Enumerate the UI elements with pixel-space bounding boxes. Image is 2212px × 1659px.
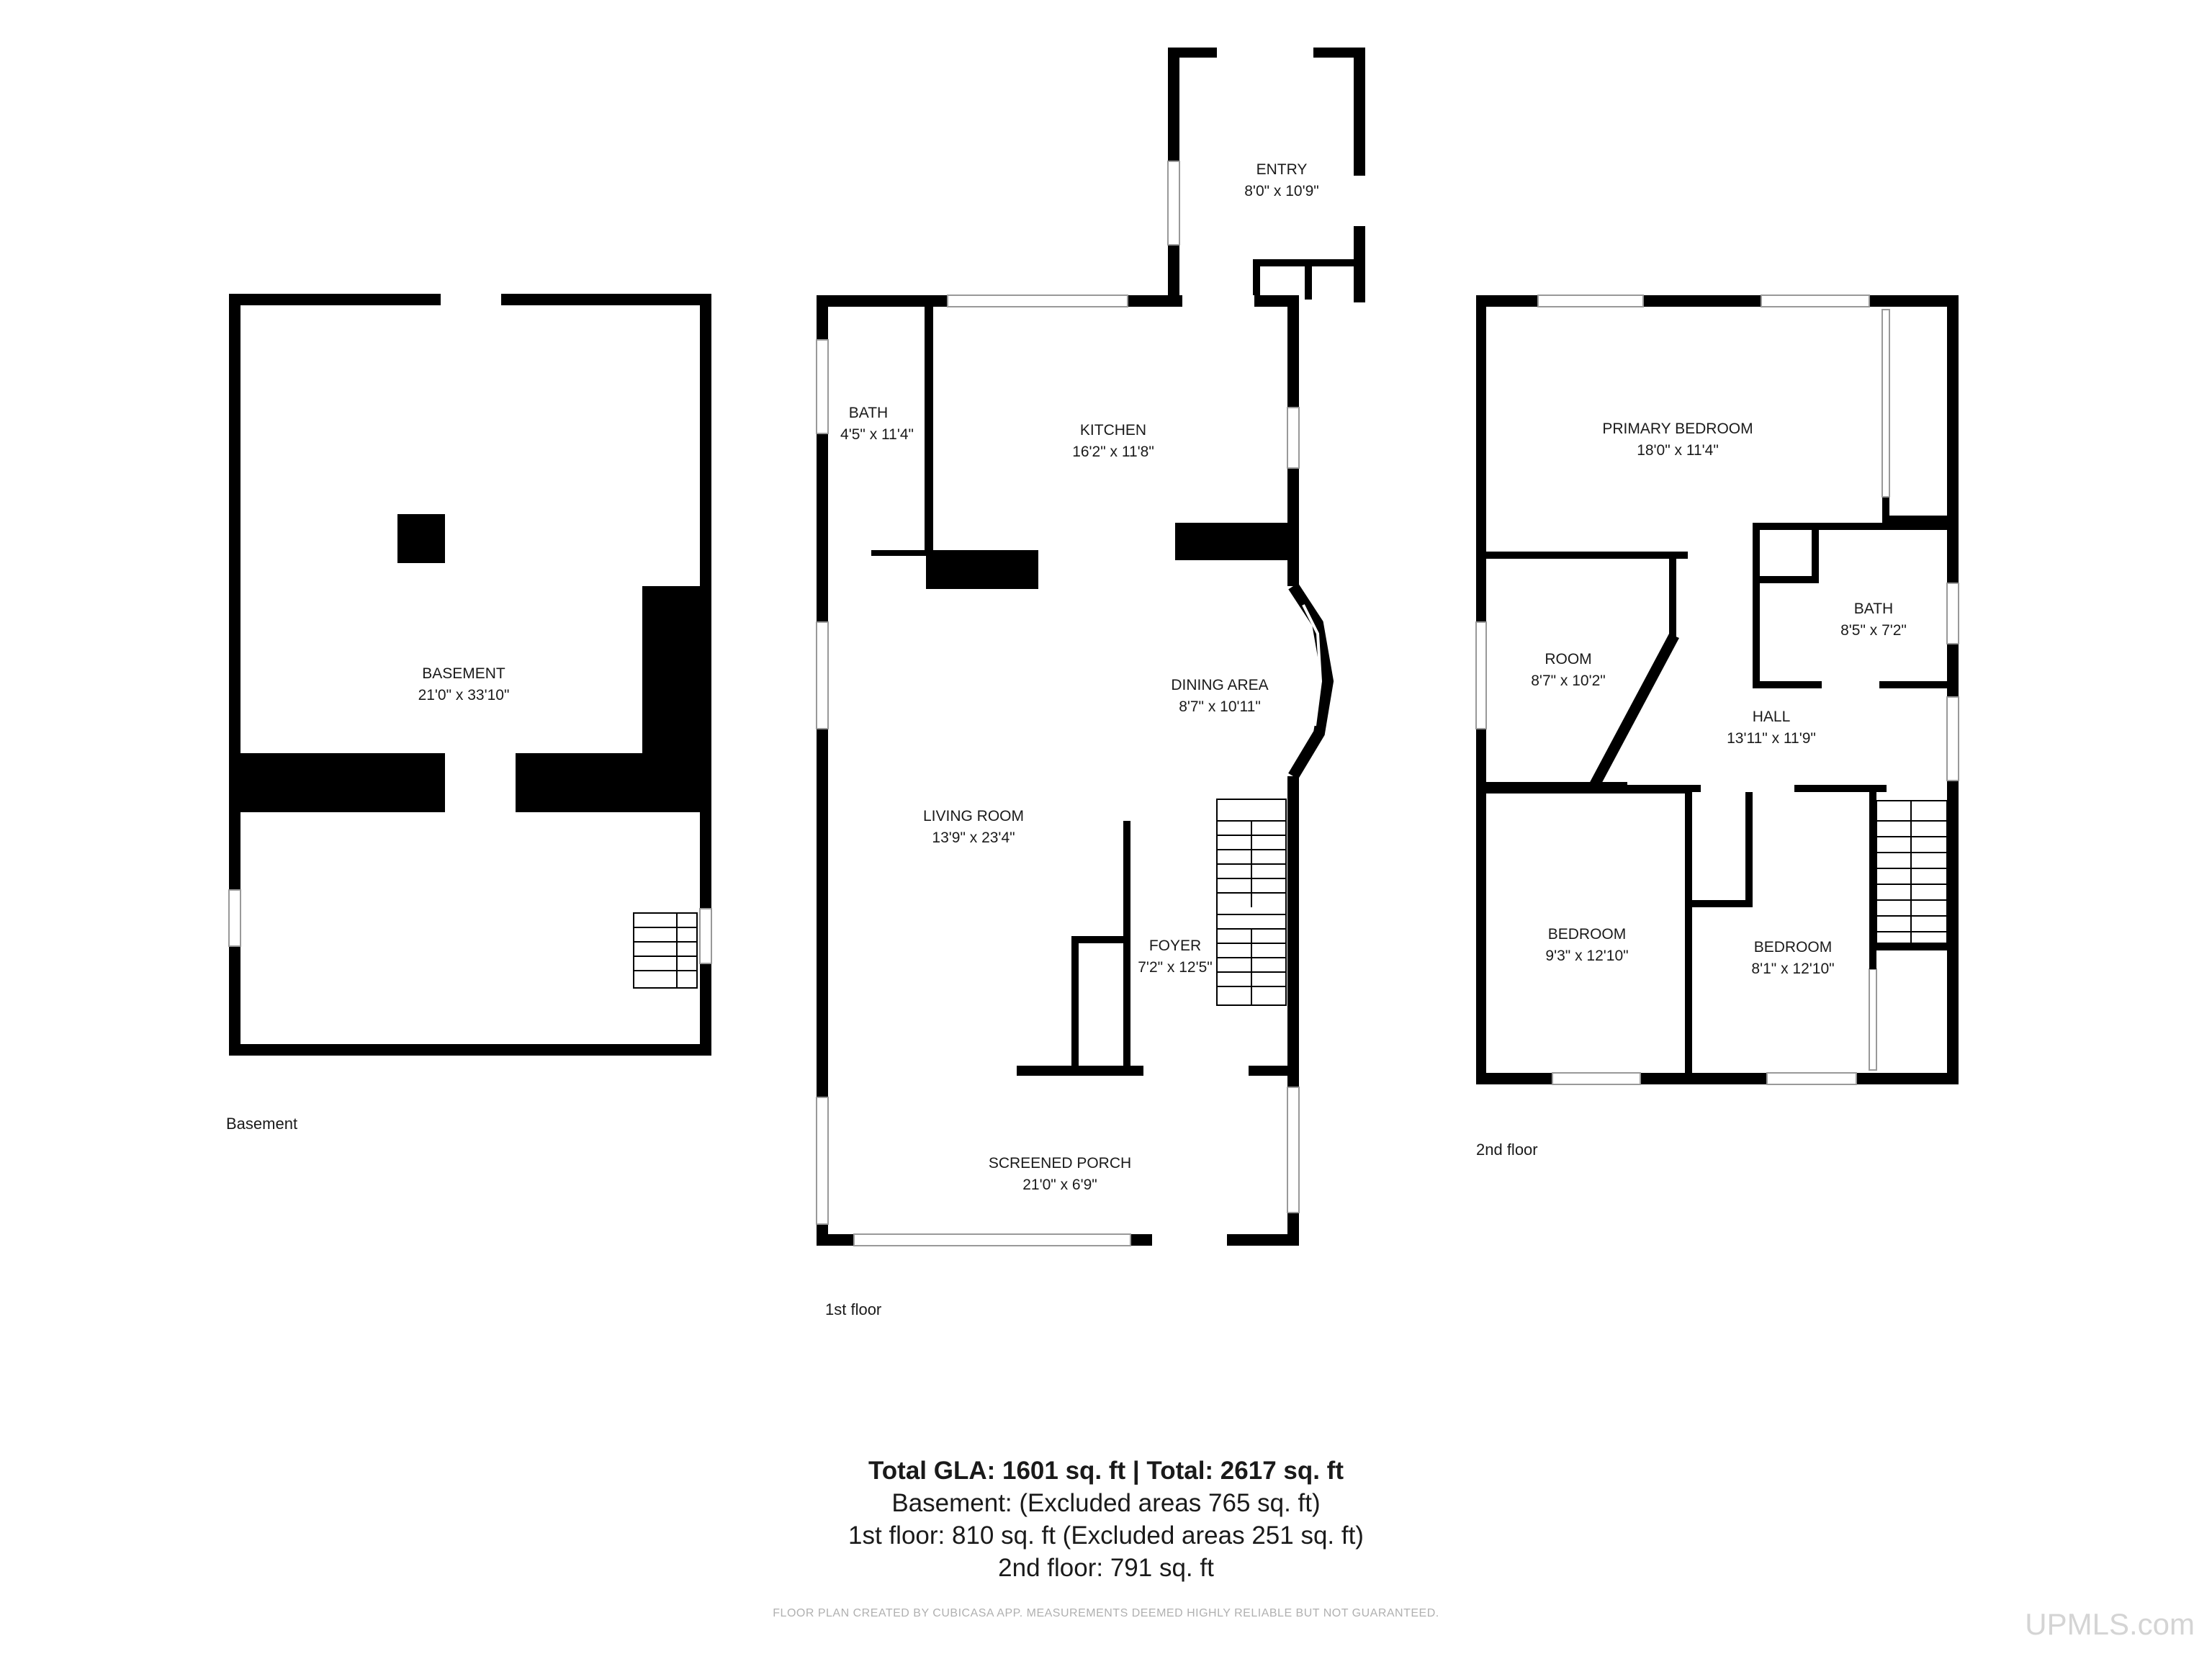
first-floor-stairs (1216, 799, 1287, 1006)
first-floor-area: 1st floor: 810 sq. ft (Excluded areas 25… (848, 1521, 1364, 1550)
room-name: BEDROOM (1548, 926, 1627, 943)
floor-label-second: 2nd floor (1476, 1141, 1538, 1159)
room-name: PRIMARY BEDROOM (1602, 421, 1753, 437)
first-floor: ENTRY 8'0" x 10'9" BATH 4'5" x 11'4" KIT… (816, 48, 1365, 1318)
room-dims: 16'2" x 11'8" (1072, 444, 1154, 460)
room-name: SCREENED PORCH (989, 1155, 1131, 1172)
basement-stairs (633, 912, 698, 989)
room-dims: 8'0" x 10'9" (1244, 183, 1319, 199)
room-dims: 7'2" x 12'5" (1138, 959, 1213, 976)
room-name: DINING AREA (1171, 677, 1268, 693)
total-area: Total GLA: 1601 sq. ft | Total: 2617 sq.… (868, 1457, 1344, 1485)
second-floor: PRIMARY BEDROOM 18'0" x 11'4" ROOM 8'7" … (1475, 295, 1959, 1159)
room-dims: 13'11" x 11'9" (1727, 730, 1816, 747)
room-name: ENTRY (1256, 161, 1308, 178)
disclaimer: FLOOR PLAN CREATED BY CUBICASA APP. MEAS… (773, 1607, 1439, 1619)
room-dims: 18'0" x 11'4" (1637, 442, 1719, 459)
room-dims: 8'5" x 7'2" (1840, 622, 1907, 639)
room-name: BEDROOM (1754, 939, 1833, 956)
room-dims: 8'1" x 12'10" (1751, 961, 1834, 977)
basement-floor: BASEMENT 21'0" x 33'10" Basement (226, 294, 712, 1133)
room-name: BASEMENT (422, 665, 505, 682)
room-dims: 4'5" x 11'4" (840, 426, 914, 443)
room-name: HALL (1753, 709, 1791, 725)
room-name: BATH (1854, 601, 1893, 617)
second-floor-stairs (1876, 800, 1948, 944)
room-dims: 8'7" x 10'11" (1179, 698, 1261, 715)
room-name: BATH (849, 405, 888, 421)
room-name: ROOM (1545, 651, 1591, 667)
floor-label-first: 1st floor (825, 1300, 881, 1318)
floor-label-basement: Basement (226, 1115, 297, 1133)
room-dims: 8'7" x 10'2" (1531, 673, 1606, 689)
area-summary: Total GLA: 1601 sq. ft | Total: 2617 sq.… (0, 1455, 2212, 1584)
room-name: FOYER (1149, 938, 1201, 954)
watermark: UPMLS.com (2025, 1607, 2195, 1641)
room-dims: 13'9" x 23'4" (932, 830, 1015, 846)
room-dims: 21'0" x 6'9" (1022, 1177, 1097, 1193)
room-name: KITCHEN (1080, 422, 1146, 439)
room-dims: 9'3" x 12'10" (1545, 948, 1628, 964)
second-floor-area: 2nd floor: 791 sq. ft (998, 1554, 1214, 1582)
room-dims: 21'0" x 33'10" (418, 687, 510, 703)
basement-area: Basement: (Excluded areas 765 sq. ft) (891, 1489, 1321, 1517)
room-name: LIVING ROOM (923, 808, 1024, 824)
